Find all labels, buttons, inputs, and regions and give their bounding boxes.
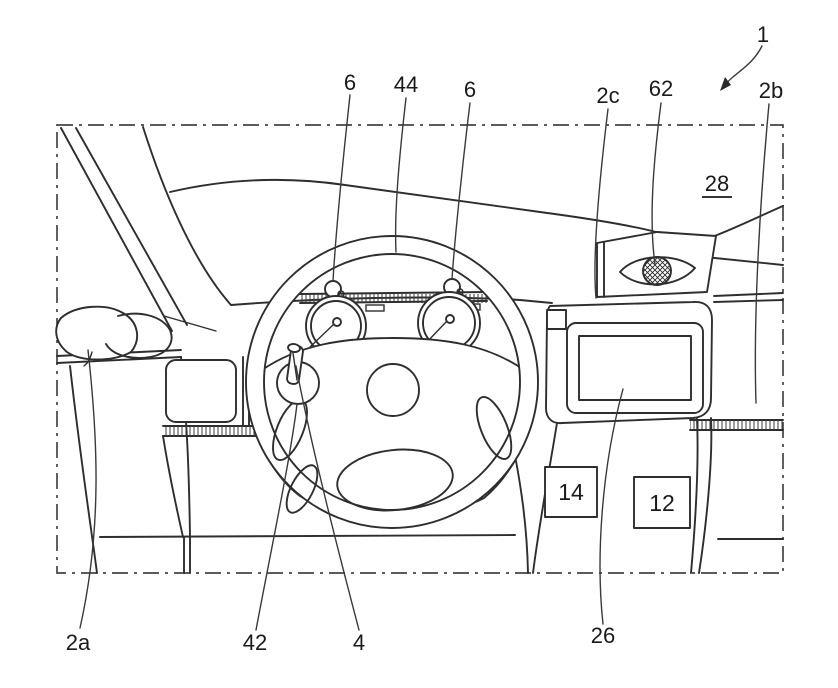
leader-62	[651, 102, 662, 265]
ref-label-26: 26	[591, 623, 615, 648]
a-pillar	[60, 126, 232, 332]
ref-label-2a: 2a	[66, 630, 91, 655]
display-screen	[578, 335, 692, 401]
ref-label-2c: 2c	[596, 83, 619, 108]
console-button	[546, 309, 567, 330]
ref-label-62: 62	[649, 76, 673, 101]
leader-2b	[754, 103, 770, 404]
leader-6-left	[332, 94, 351, 282]
leader-42	[255, 403, 298, 631]
right-dashboard	[689, 256, 784, 540]
ref-label-14: 14	[558, 479, 584, 505]
center-stack	[532, 417, 713, 574]
ref-label-6-right: 6	[464, 77, 476, 102]
leader-2c	[594, 108, 609, 299]
ref-label-2b: 2b	[759, 78, 783, 103]
figure-ref-arrow	[720, 45, 763, 91]
eye-sensor-lens	[642, 256, 672, 286]
leader-44	[394, 97, 407, 253]
leader-6-right	[451, 102, 471, 280]
leader-lines	[79, 45, 770, 631]
component-box-12	[633, 476, 691, 529]
leader-4	[295, 365, 360, 631]
ref-label-1: 1	[757, 22, 769, 47]
ref-label-4: 4	[353, 630, 365, 655]
leader-2a	[79, 349, 97, 629]
figure-border	[56, 124, 784, 574]
center-console	[545, 301, 713, 425]
left-air-vent	[165, 356, 250, 426]
eye-sensor-pod	[596, 231, 717, 298]
display-bezel	[566, 322, 704, 414]
ref-label-6-left: 6	[344, 70, 356, 95]
control-stalk	[276, 343, 320, 405]
ref-label-12: 12	[649, 490, 675, 516]
reference-labels: 1 6 44 6 2c 62 2b 28 2a 42 4 26 14 12	[66, 22, 783, 655]
horn-center	[366, 363, 420, 417]
windshield-horizon	[169, 179, 784, 238]
component-box-14	[544, 466, 598, 518]
ref-label-28: 28	[705, 171, 729, 196]
instrument-cluster	[299, 278, 488, 357]
ref-label-44: 44	[394, 72, 418, 97]
leader-26	[599, 388, 624, 625]
ref-label-42: 42	[243, 630, 267, 655]
side-mirror	[55, 305, 173, 367]
